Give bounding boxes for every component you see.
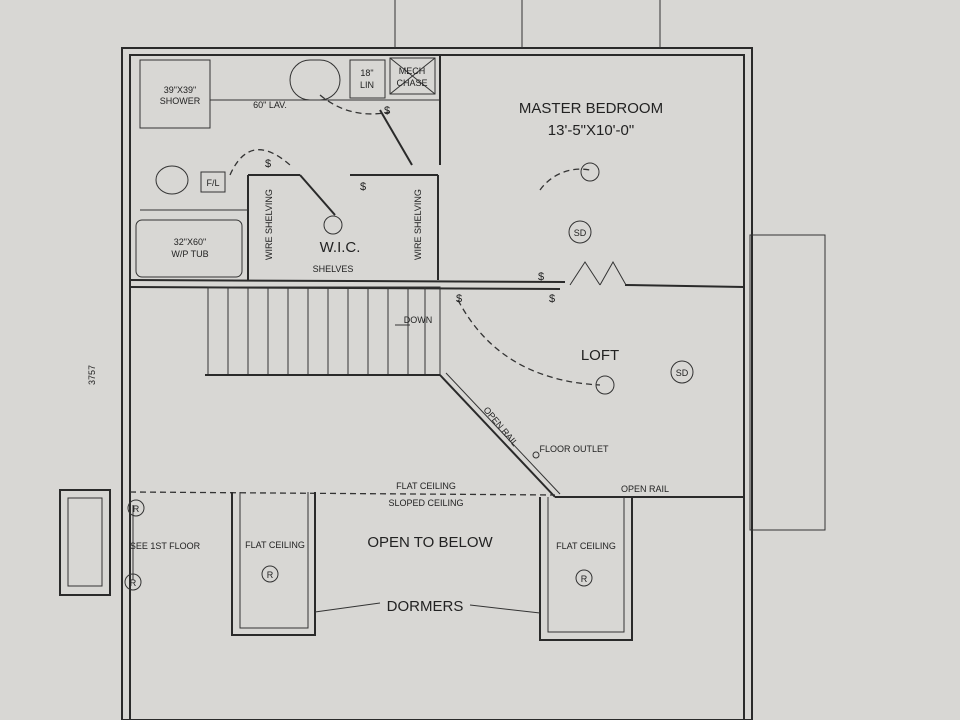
chase-label: CHASE (396, 78, 427, 88)
lav-label: 60" LAV. (253, 100, 287, 110)
dimension-label: 3757 (87, 365, 97, 385)
switch-icon: $ (360, 181, 366, 193)
open-rail-horizontal: OPEN RAIL (621, 484, 669, 494)
master-bedroom-label: MASTER BEDROOM (519, 100, 663, 117)
flat-ceiling-right-label: FLAT CEILING (556, 541, 616, 551)
sloped-ceiling-label: SLOPED CEILING (388, 498, 463, 508)
fl-label: F/L (206, 178, 219, 188)
tub-size: 32"X60" (174, 237, 206, 247)
interior-walls (129, 55, 745, 641)
switch-icon: $ (456, 293, 462, 305)
tub-label: W/P TUB (171, 249, 208, 259)
recessed-light-label: R (267, 570, 274, 580)
recessed-light-label: R (133, 504, 140, 514)
switch-icon: $ (538, 271, 544, 283)
linen-size: 18" (360, 68, 373, 78)
recessed-light-label: R (581, 574, 588, 584)
shelves-label: SHELVES (313, 264, 354, 274)
outer-walls (59, 0, 826, 720)
switch-icons: $ $ $ $ $ $ (265, 105, 555, 305)
flat-ceiling-label: FLAT CEILING (396, 481, 456, 491)
smoke-detector-loft: SD (670, 360, 694, 384)
switch-icon: $ (265, 158, 271, 170)
see-first-floor-label: SEE 1ST FLOOR (130, 541, 201, 551)
shower-label: SHOWER (160, 96, 201, 106)
shower-size: 39"X39" (164, 85, 196, 95)
recessed-light-label: R (130, 578, 137, 588)
master-bedroom-dimensions: 13'-5"X10'-0" (548, 122, 634, 139)
floor-outlet-icon (532, 451, 540, 459)
wic-label: W.I.C. (320, 239, 361, 256)
svg-text:SD: SD (574, 228, 587, 238)
switch-icon: $ (549, 293, 555, 305)
loft-label: LOFT (581, 347, 619, 364)
svg-text:SD: SD (676, 368, 689, 378)
down-label: DOWN (404, 315, 433, 325)
wire-shelving-right: WIRE SHELVING (413, 189, 423, 260)
recessed-lights: R R R R (124, 499, 593, 591)
flat-ceiling-left-label: FLAT CEILING (245, 540, 305, 550)
light-fixtures (323, 162, 615, 395)
floor-outlet-label: FLOOR OUTLET (539, 444, 609, 454)
dormers-label: DORMERS (387, 598, 464, 615)
wire-shelving-left: WIRE SHELVING (264, 189, 274, 260)
switch-icon: $ (384, 105, 390, 117)
linen-label: LIN (360, 80, 374, 90)
mech-label: MECH (399, 66, 426, 76)
open-to-below-label: OPEN TO BELOW (367, 534, 493, 551)
smoke-detector-bedroom: SD (568, 220, 592, 244)
